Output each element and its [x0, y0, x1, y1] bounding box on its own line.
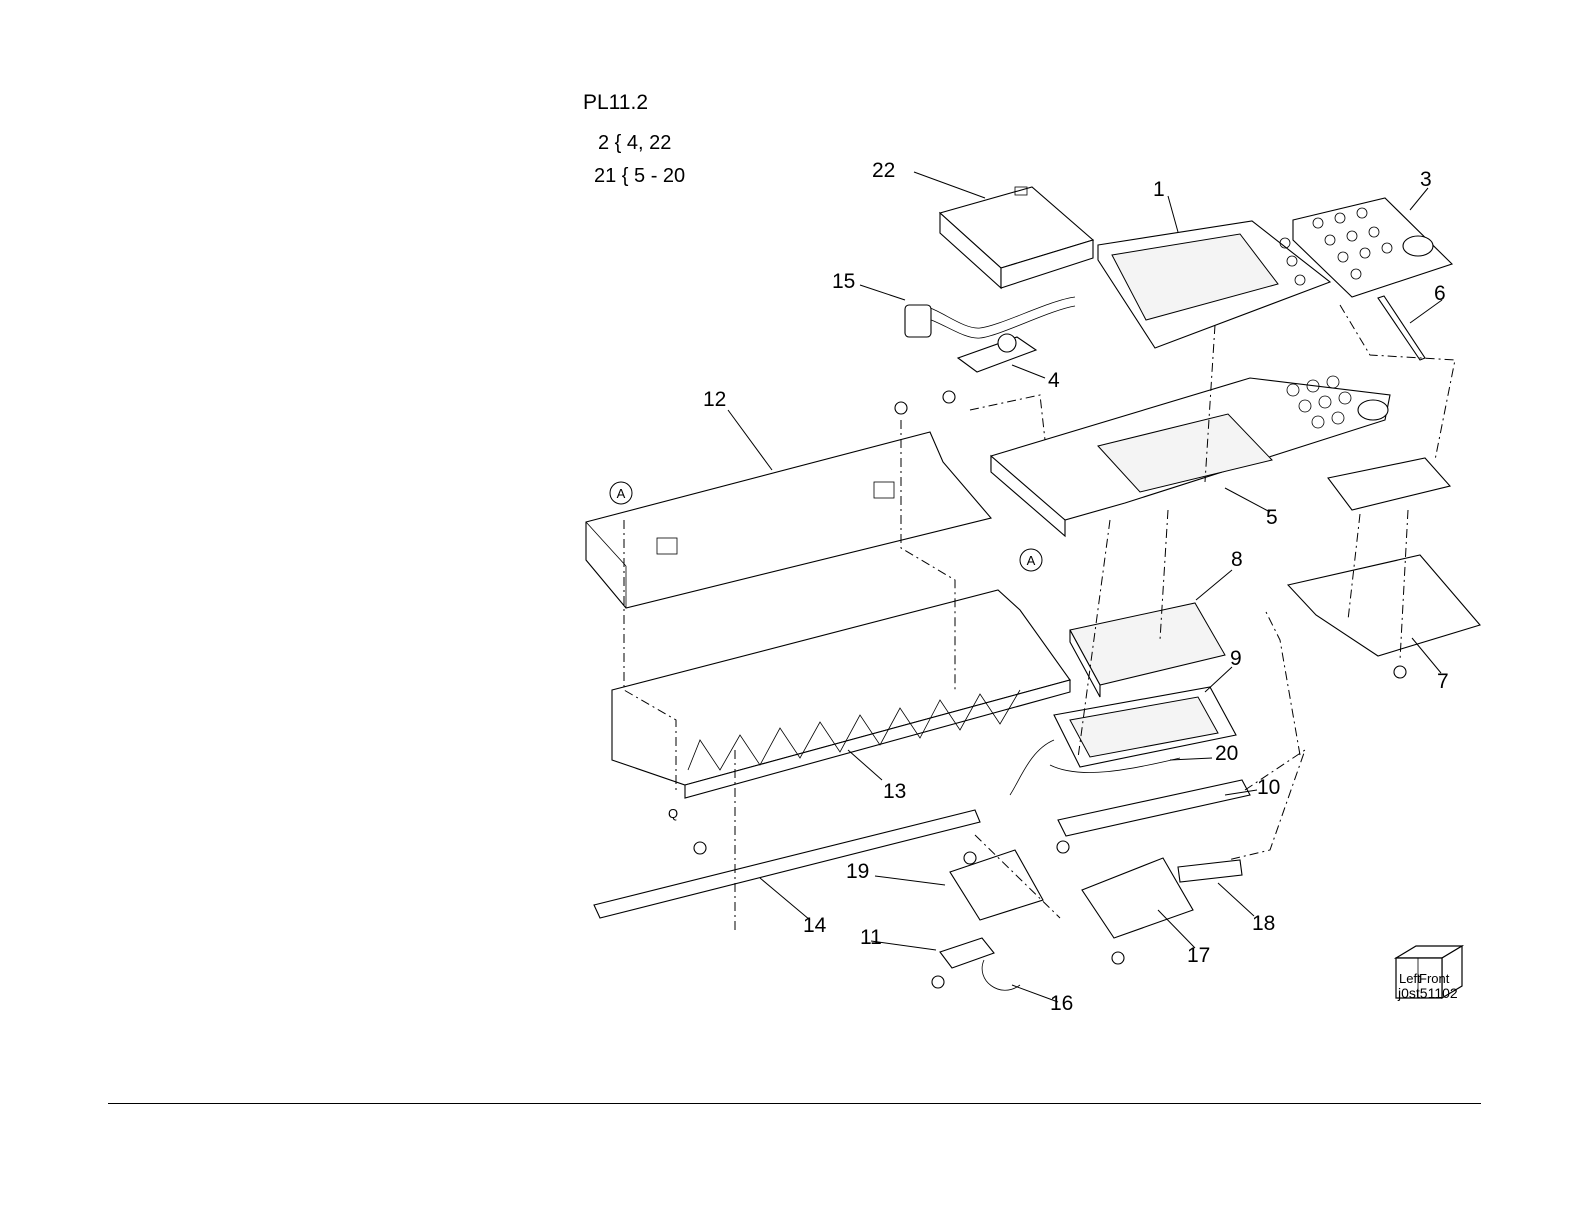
callout-12: 17 [1187, 944, 1210, 967]
svg-text:A: A [617, 486, 626, 501]
svg-text:A: A [1027, 553, 1036, 568]
assembly-line [1228, 750, 1305, 860]
callout-11: 10 [1257, 776, 1280, 799]
part-9-glass [1070, 603, 1225, 697]
reference-mark-a: A [1020, 549, 1042, 571]
part-16-harness [905, 297, 1075, 338]
callout-15: 14 [803, 914, 827, 937]
assembly-line [1340, 305, 1455, 460]
part-5-panel-housing [991, 376, 1390, 536]
screw-icon [895, 402, 907, 414]
callout-5: 5 [1266, 506, 1278, 529]
part-13-long-cover [586, 432, 991, 608]
part-17-ribbon [1178, 860, 1242, 882]
part-8-board [932, 938, 994, 988]
svg-text:Front: Front [1419, 971, 1450, 986]
callout-3: 3 [1420, 168, 1432, 191]
part-11-bracket [1057, 780, 1250, 853]
part-22-cover [940, 187, 1093, 288]
callout-8: 11 [860, 926, 882, 949]
part-19-board [950, 850, 1043, 920]
callout-10: 9 [1230, 647, 1242, 670]
figure-id: j0st51102 [1398, 985, 1458, 1001]
part-15-bottom-strip [594, 810, 980, 918]
callout-9: 8 [1231, 548, 1243, 571]
callout-17: 18 [1252, 912, 1275, 935]
callout-16: 15 [832, 270, 855, 293]
part-6-stylus [1378, 296, 1425, 360]
assembly-line [1265, 610, 1300, 755]
callout-4: 4 [1048, 369, 1060, 392]
callout-14: 13 [883, 780, 906, 803]
part-12-board [1082, 858, 1193, 964]
callout-20: 20 [1215, 742, 1238, 765]
assembly-line [970, 395, 1045, 440]
callout-19: 19 [846, 860, 869, 883]
callout-18: 16 [1050, 992, 1073, 1015]
part-14-lower-tray [612, 590, 1070, 798]
svg-text:Left: Left [1399, 971, 1421, 986]
part-10-lcd [1010, 687, 1236, 795]
callout-6: 6 [1434, 282, 1446, 305]
callout-7: 7 [1437, 670, 1449, 693]
reference-mark-a: A [610, 482, 632, 504]
callout-1: 1 [1153, 178, 1165, 201]
reference-mark-q: Q [668, 806, 678, 821]
callout-13: 12 [703, 388, 726, 411]
callout-22: 22 [872, 159, 895, 182]
part-7-keypad-boards [1288, 458, 1480, 678]
footer-rule [108, 1103, 1481, 1104]
